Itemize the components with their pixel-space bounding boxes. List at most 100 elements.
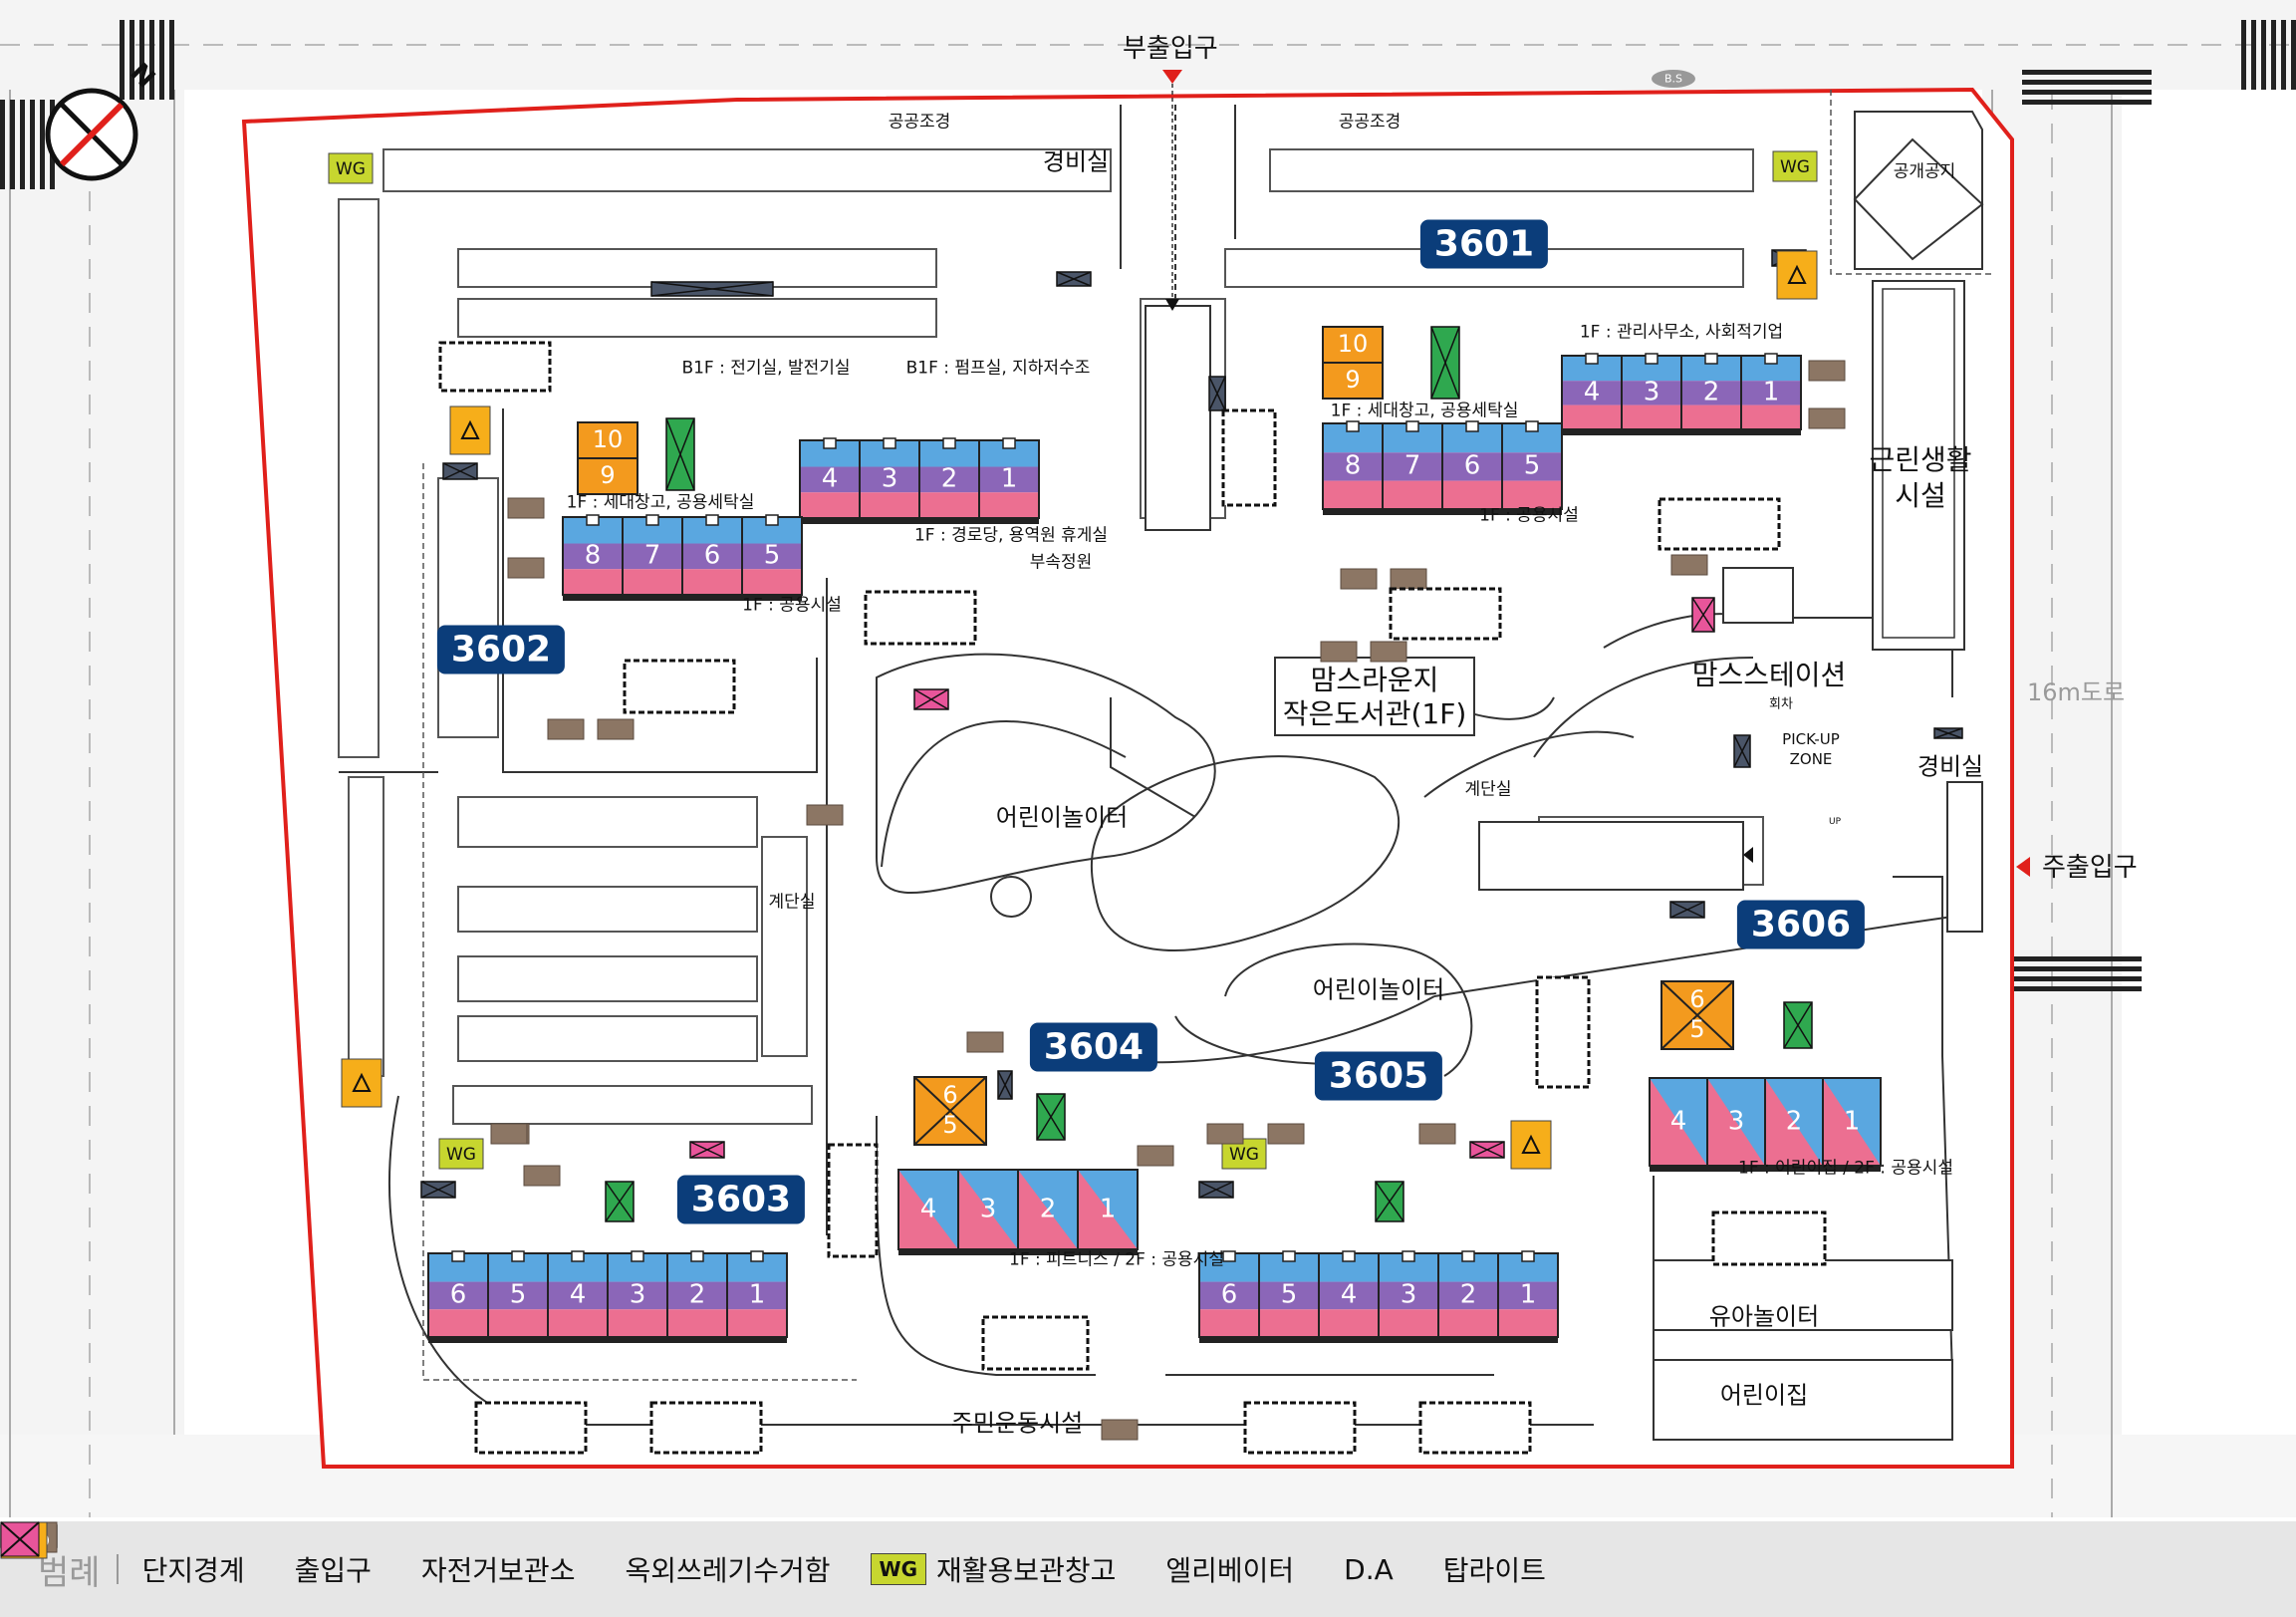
b3606-unit-number: 2 [1786,1107,1803,1137]
bike-rack-icon-10 [1808,407,1846,429]
b1-pump-label: B1F : 펌프실, 지하저수조 [905,358,1091,379]
open-space-label: 공개공지 [1893,161,1956,182]
legend-label-bike: 자전거보관소 [420,1554,576,1587]
legend-title: 범례 [38,1552,101,1593]
b3605-unit-core [1461,1250,1475,1262]
b3605-unit-number: 3 [1401,1280,1417,1310]
main-entrance-label: 주출입구 [2042,853,2138,883]
fire-lane-marker-12 [1243,1401,1357,1455]
bike-rack-icon-20 [1418,1123,1456,1145]
neighborhood-facility-block [1872,280,1965,651]
b3601-storage-label: 1F : 세대창고, 공용세탁실 [1330,401,1519,421]
b3602-rowA-unit-number: 4 [822,464,839,494]
b3601-rowB-unit-band-purple [1323,452,1383,481]
legend-item-boundary: 단지경계 [0,1524,245,1589]
b3601-upper-unit [1322,362,1384,400]
b3602-elevator-icon-x2 [665,417,695,491]
b3605-unit-band-purple [1319,1281,1379,1310]
b3603-unit-number: 2 [689,1280,706,1310]
legend-bar: 범례 단지경계 출입구 자전거보관소 옥외쓰레기수거함 WG 재활용보관창고 엘… [0,1521,2296,1617]
b3601-rowA-unit-core [1585,353,1599,365]
b3602-rowB-unit-band-pink [682,569,742,595]
b3605-unit-band-purple [1498,1281,1558,1310]
bike-rack-icon-1 [507,557,545,579]
up-label: UP [1828,817,1842,827]
b3602-rowA-unit-band-purple [800,466,860,493]
b3601-rowB-unit-band-purple [1502,452,1562,481]
b3601-rowB-unit-band-purple [1383,452,1442,481]
b3601-rowB-unit-band-pink [1323,480,1383,509]
b3605-unit-core [1222,1250,1236,1262]
b3601-rowB-unit-core [1465,420,1479,432]
bike-rack-icon-16 [1206,1123,1244,1145]
bike-rack-icon-6 [1320,641,1358,663]
guard-house-label-1: 경비실 [1042,147,1110,176]
b3601-common-label: 1F : 공용시설 [1479,505,1579,526]
building-3602-label: 3602 [436,625,566,674]
b3603-unit-band-purple [608,1281,667,1310]
b3605-unit-number: 4 [1341,1280,1358,1310]
b3602-rowB-unit-band-purple [623,543,682,570]
legend-item-elevator: 엘리베이터 [0,1521,1295,1589]
b3602-common-label: 1F : 공용시설 [742,595,842,616]
legend-item-toplight: 탑라이트 [0,1521,1546,1589]
fire-lane-marker-2 [623,659,736,714]
bike-rack-icon-5 [1390,568,1427,590]
fire-lane-marker-1 [864,590,977,646]
b3602-rowA-unit-number: 1 [1001,464,1018,494]
b3605-unit-band-pink [1379,1309,1438,1337]
b3605-unit-core [1521,1250,1535,1262]
b3602-rowA-unit-band-pink [919,492,979,518]
b3606-upper-number: 6 [1689,985,1704,1013]
b3602-rowB-unit-band-purple [563,543,623,570]
b3602-rowB-unit-band-pink [623,569,682,595]
b3602-rowB-unit-band-pink [742,569,802,595]
legend-item-entrance: 출입구 [4,1523,372,1589]
bike-rack-icon-7 [1370,641,1407,663]
b3606-da-icon-x2 [1669,901,1705,919]
guard-house-label-2: 경비실 [1916,752,1984,781]
waste-bin-icon-4-glyph [1521,1134,1541,1154]
b3603-unit-number: 3 [630,1280,646,1310]
b3601-rowB-unit-core [1525,420,1539,432]
b3603-toplight-icon-x2 [689,1141,725,1159]
b3603-unit-core [631,1250,644,1262]
fire-lane-marker-3 [1221,408,1277,507]
b3604-elevator-icon-x2 [1036,1093,1066,1141]
b3601-rowA-unit-band-purple [1622,381,1681,405]
site-boundary-line [241,87,2014,1469]
b3605-unit-band-pink [1438,1309,1498,1337]
compass-icon: N [42,58,160,184]
b3604-fitness-label: 1F : 피트니스 / 2F : 공용시설 [1009,1249,1224,1270]
b3602-rowA-unit-core [1002,437,1016,449]
b3606-upper-number: 5 [1689,1015,1704,1043]
b3601-rowA-base-line [1562,429,1801,435]
daycare-label: 어린이집 [1719,1381,1809,1410]
b3605-base-line [1199,1337,1558,1343]
b3605-unit-band-pink [1199,1309,1259,1337]
b3603-unit-band-pink [608,1309,667,1337]
b3602-rowB-unit-band-purple [682,543,742,570]
fire-lane-marker-7 [981,1315,1090,1371]
fire-lane-marker-6 [827,1143,879,1258]
legend-label-elevator: 엘리베이터 [1165,1554,1295,1587]
toddler-play-label: 유아놀이터 [1708,1302,1820,1331]
toplight-icon [0,1521,40,1557]
fire-lane-marker-4 [1389,587,1502,641]
fire-lane-marker-0 [438,341,552,393]
stairs-label-1: 계단실 [1464,779,1512,800]
wg-icon-2 [1772,150,1818,182]
b3604-unit-diag [1078,1170,1138,1249]
b3601-elevator-icon-x2 [1430,326,1460,400]
b3601-rowA-unit-core [1645,353,1658,365]
b3602-rowB-unit-band-pink [563,569,623,595]
b3602-rowB-unit-band-purple [742,543,802,570]
b3602-rowB-unit-number: 7 [644,541,661,571]
b3601-rowB-unit-band-pink [1383,480,1442,509]
bike-rack-icon-14 [523,1165,561,1187]
bike-rack-icon-12 [966,1031,1004,1053]
fire-lane-marker-5 [1658,497,1781,551]
legend-item-bike: 자전거보관소 [0,1521,576,1589]
waste-bin-icon-3 [341,1058,383,1108]
b3606-unit-number: 3 [1728,1107,1745,1137]
